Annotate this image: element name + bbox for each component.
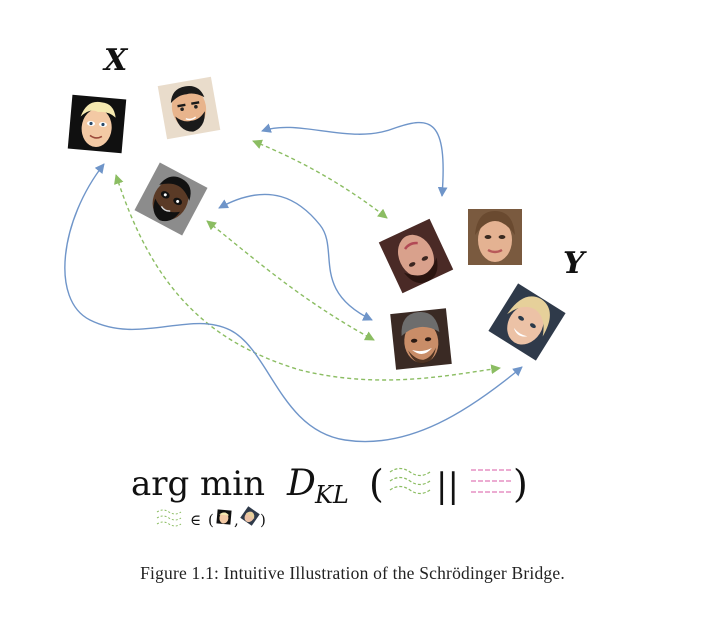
pink-reference-symbol xyxy=(471,469,511,493)
dashed-bridge-arrow-middle xyxy=(206,220,375,341)
formula-separator: || xyxy=(436,466,459,506)
formula-sub-comma: , xyxy=(234,511,239,529)
solid-transport-arrow-long xyxy=(64,163,523,443)
photo-face-man-smiling xyxy=(390,308,452,370)
formula-open-paren: ( xyxy=(369,462,384,506)
mini-photo-face-icon xyxy=(240,506,260,526)
set-x-label: X xyxy=(102,43,129,78)
formula-arg: arg xyxy=(131,464,189,504)
solid-transport-arrow-middle xyxy=(218,193,373,321)
cartoon-face-blond xyxy=(67,94,127,154)
photo-face-woman xyxy=(468,209,522,265)
photo-face-blonde-woman xyxy=(488,283,566,361)
set-y-label: Y xyxy=(563,246,587,281)
photo-face-upside-down xyxy=(378,218,454,294)
formula-min: min xyxy=(200,464,265,504)
cartoon-face-bearded xyxy=(157,76,221,140)
cartoon-face-dark-skin xyxy=(134,162,208,236)
figure-caption: Figure 1.1: Intuitive Illustration of th… xyxy=(140,563,565,583)
formula-close-paren: ) xyxy=(513,462,528,506)
formula-element-of: ∈ xyxy=(190,511,201,529)
solid-transport-arrow-top xyxy=(261,121,448,197)
mini-cartoon-face-icon xyxy=(216,509,232,525)
kl-objective-formula: arg min D KL ( || ) ∈ ( xyxy=(131,462,528,529)
formula-sub-close: ) xyxy=(260,511,266,529)
green-bridge-symbol-small xyxy=(156,509,182,527)
dashed-bridge-arrow-top xyxy=(252,139,388,219)
formula-divergence-d: D xyxy=(286,463,316,504)
formula-divergence-kl: KL xyxy=(314,481,349,509)
formula-sub-open: ( xyxy=(208,511,214,529)
green-bridge-symbol xyxy=(389,467,431,495)
